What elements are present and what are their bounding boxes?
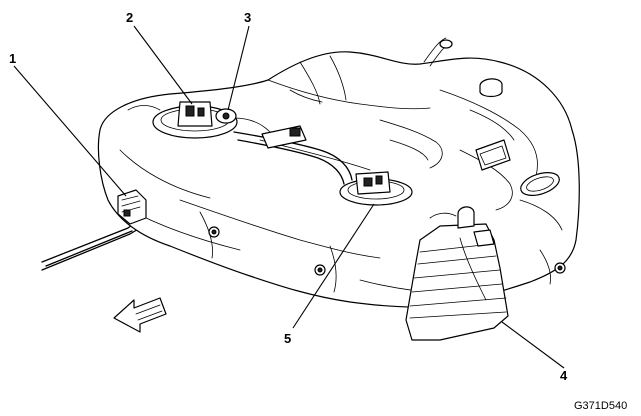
evap-canister bbox=[405, 206, 509, 341]
front-direction-arrow-icon bbox=[113, 297, 167, 333]
callout-1: 1 bbox=[9, 51, 16, 66]
callout-4: 4 bbox=[560, 368, 568, 383]
callout-2: 2 bbox=[126, 10, 133, 25]
figure-id: G371D540 bbox=[574, 400, 627, 412]
callout-3: 3 bbox=[244, 10, 251, 25]
fuel-pump-lock-ring bbox=[215, 108, 237, 124]
callout-5: 5 bbox=[284, 331, 291, 346]
fuel-level-sensor-module bbox=[339, 171, 413, 206]
leader-lines bbox=[13, 25, 565, 369]
crossover-lines bbox=[233, 125, 353, 185]
fuel-line-connector bbox=[117, 189, 147, 225]
